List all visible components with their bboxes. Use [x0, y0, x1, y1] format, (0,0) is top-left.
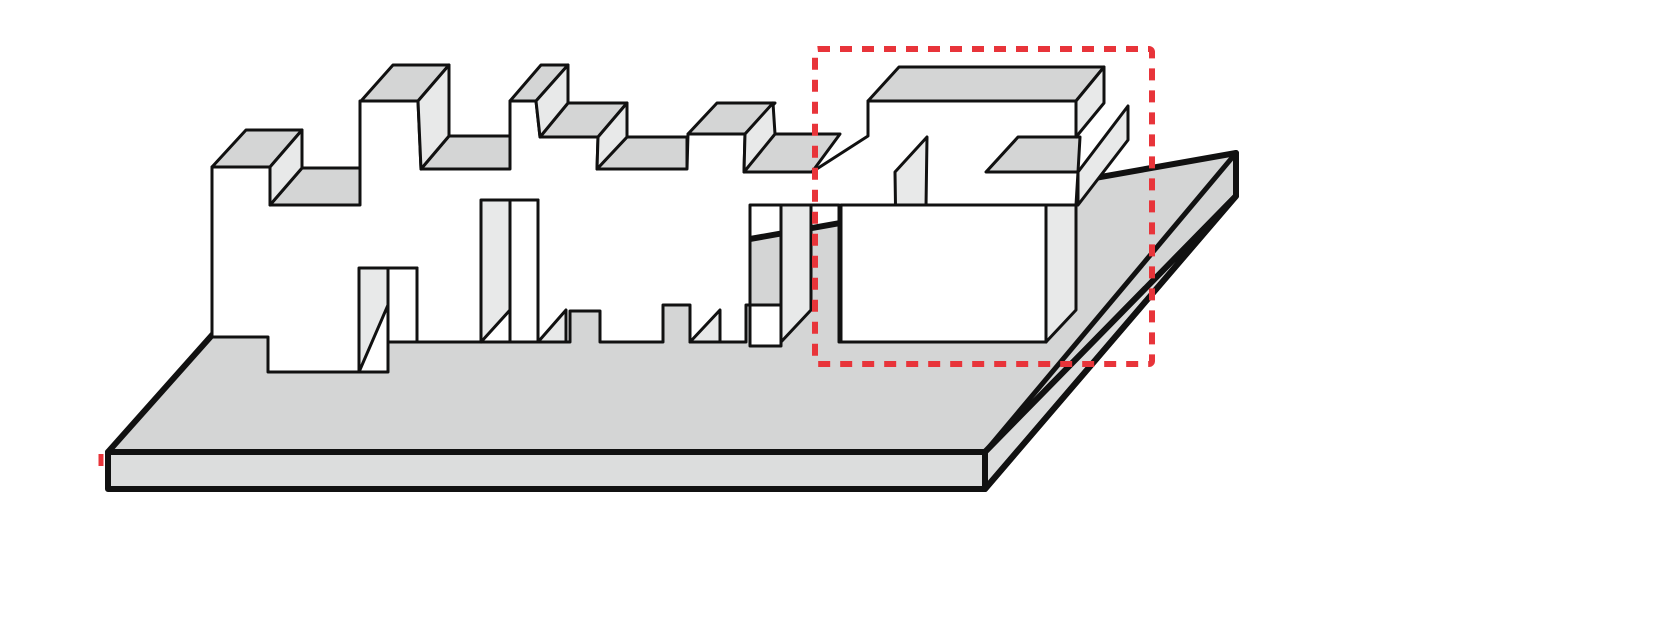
highlight-box — [812, 46, 1155, 367]
wall-side-faces — [268, 63, 1130, 374]
wall-structure — [210, 63, 1130, 374]
base-plate-front-face — [105, 449, 988, 492]
base-plate-side-face — [982, 150, 1239, 492]
wall-slots — [386, 198, 1048, 344]
